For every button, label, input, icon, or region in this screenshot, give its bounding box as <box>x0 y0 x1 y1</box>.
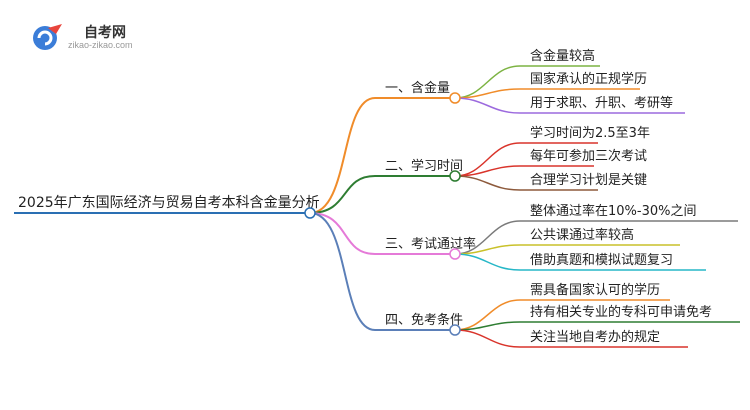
leaf-topic: 含金量较高 <box>530 48 595 64</box>
leaf-topic: 借助真题和模拟试题复习 <box>530 253 673 268</box>
leaf-topic: 整体通过率在10%-30%之间 <box>530 203 696 219</box>
branch-connector <box>309 97 376 214</box>
leaf-topic: 公共课通过率较高 <box>530 227 634 243</box>
branch-topic: 四、免考条件 <box>385 312 463 328</box>
leaf-topic: 需具备国家认可的学历 <box>530 282 660 298</box>
leaf-topic: 关注当地自考办的规定 <box>530 329 660 345</box>
leaf-topic: 每年可参加三次考试 <box>530 148 647 164</box>
leaf-topic: 合理学习计划是关键 <box>530 172 647 188</box>
leaf-topic: 持有相关专业的专科可申请免考 <box>530 304 712 320</box>
logo-mark-icon <box>33 24 62 50</box>
branch-node-icon[interactable] <box>449 324 461 336</box>
leaf-topic: 国家承认的正规学历 <box>530 71 647 87</box>
logo-name: 自考网 <box>84 25 126 41</box>
branch-topic: 三、考试通过率 <box>385 236 476 252</box>
root-topic: 2025年广东国际经济与贸易自考本科含金量分析 <box>18 195 320 211</box>
leaf-topic: 用于求职、升职、考研等 <box>530 95 673 111</box>
branch-node-icon[interactable] <box>449 92 461 104</box>
branch-connector <box>309 175 376 214</box>
branch-connector <box>309 212 376 255</box>
logo-url: zikao-zikao.com <box>68 40 133 50</box>
leaf-connector <box>454 175 521 191</box>
leaf-topic: 学习时间为2.5至3年 <box>530 125 650 141</box>
branch-topic: 一、含金量 <box>385 80 450 96</box>
branch-connector <box>309 212 376 331</box>
leaf-connector <box>454 253 521 271</box>
leaf-connector <box>454 97 521 114</box>
branch-node-icon[interactable] <box>449 170 461 182</box>
leaf-connector <box>454 329 521 348</box>
root-node-icon[interactable] <box>304 207 316 219</box>
site-logo[interactable]: 自考网 zikao-zikao.com <box>30 20 140 60</box>
branch-topic: 二、学习时间 <box>385 158 463 174</box>
branch-node-icon[interactable] <box>449 248 461 260</box>
